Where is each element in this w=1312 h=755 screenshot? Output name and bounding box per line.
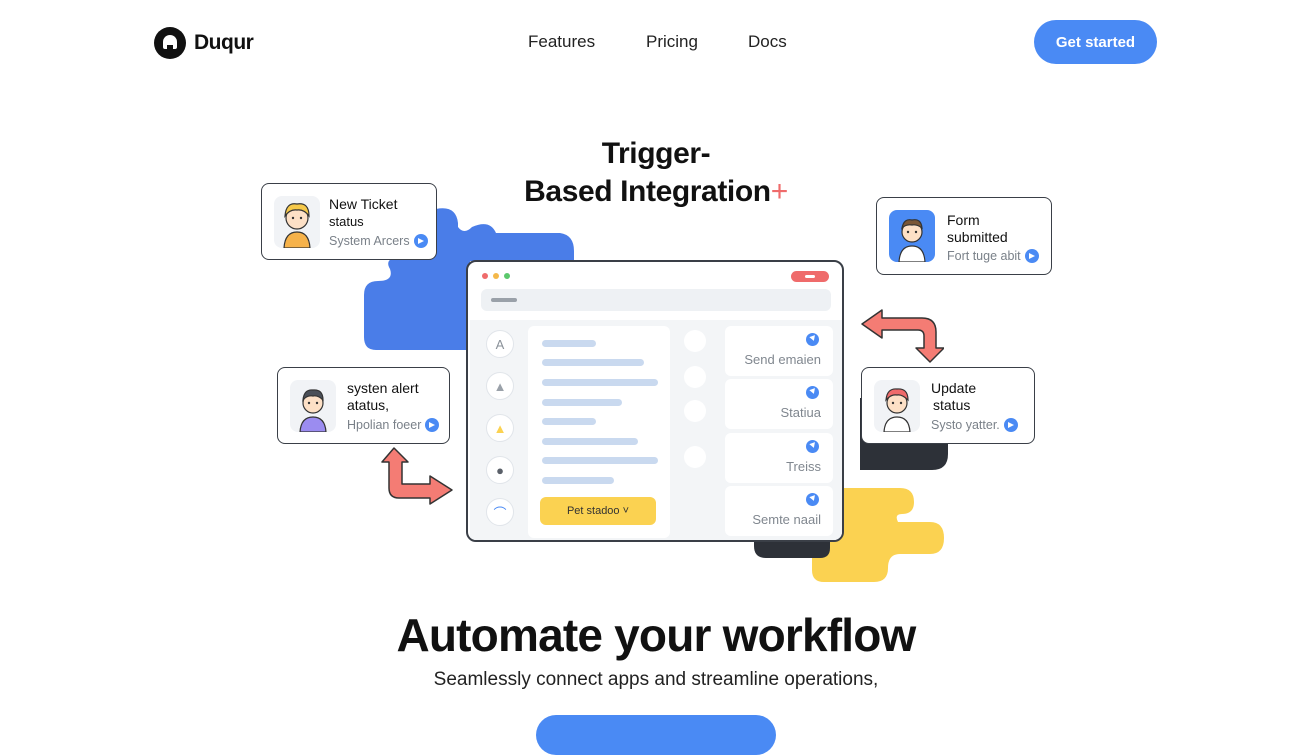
action-label: Semte naail (752, 512, 821, 527)
step-dot (684, 330, 706, 352)
window-maximize-icon (504, 273, 510, 279)
navigate-icon (806, 333, 819, 346)
event-title-line1: New Ticket (329, 196, 398, 212)
app-window-mockup: A ▲ ▲ ● ⌒ Pet stadoo ˅ Send emaien Stati… (466, 260, 844, 542)
placeholder-line (542, 340, 596, 347)
hero-label: Trigger- Based Integration+ (500, 135, 812, 211)
event-subtitle: Hpolian foeer (347, 418, 440, 432)
action-send-mail[interactable]: Semte naail (725, 486, 833, 536)
window-minimize-icon (493, 273, 499, 279)
placeholder-line (542, 438, 638, 445)
navigate-icon (806, 440, 819, 453)
step-dot (684, 400, 706, 422)
nav-features[interactable]: Features (528, 32, 596, 51)
placeholder-line (542, 457, 658, 464)
event-title-line2: status (933, 397, 971, 413)
main-headline: Automate your workflow (396, 609, 916, 661)
event-subtitle-text: Systo yatter. (931, 418, 1000, 432)
brand-logo[interactable]: Duqur (154, 27, 254, 59)
action-status[interactable]: Statiua (725, 379, 833, 429)
event-card-system-alert[interactable]: systen alert atatus, Hpolian foeer (277, 367, 450, 444)
hero-label-line2: Based Integration (524, 175, 771, 208)
event-subtitle-text: Hpolian foeer (347, 418, 422, 432)
event-title: Update status (931, 380, 976, 414)
event-title: New Ticket status (329, 196, 397, 230)
action-label: Statiua (780, 405, 821, 420)
event-title-line2: submitted (947, 229, 1008, 245)
step-dot (684, 446, 706, 468)
nav-docs[interactable]: Docs (748, 32, 787, 51)
curved-arrow-left-icon (381, 447, 453, 505)
avatar (889, 210, 935, 262)
event-title: Form submitted (947, 212, 1008, 246)
event-title-line2: status (329, 214, 364, 229)
placeholder-line (542, 477, 614, 484)
navigate-icon (806, 386, 819, 399)
placeholder-line (542, 379, 658, 386)
curved-arrow-right-icon (861, 309, 944, 363)
arrow-right-icon[interactable] (413, 234, 428, 248)
plus-icon: + (770, 175, 789, 208)
window-body: A ▲ ▲ ● ⌒ Pet stadoo ˅ Send emaien Stati… (470, 320, 842, 540)
event-subtitle-text: Fort tuge abit (947, 249, 1021, 263)
action-tress[interactable]: Treiss (725, 433, 833, 483)
brand-name: Duqur (194, 31, 254, 54)
nav-pricing[interactable]: Pricing (646, 32, 698, 51)
arrow-right-icon[interactable] (1003, 418, 1018, 432)
event-subtitle: Systo yatter. (931, 418, 1018, 432)
sidebar-icon-triangle[interactable]: ▲ (486, 372, 514, 400)
main-subheadline: Seamlessly connect apps and streamline o… (433, 669, 879, 690)
placeholder-line (542, 399, 622, 406)
logo-mark-icon (154, 27, 186, 59)
event-title-line1: systen alert (347, 380, 419, 396)
avatar (290, 380, 336, 432)
event-subtitle: Fort tuge abit (947, 249, 1039, 263)
event-title-line2: atatus, (347, 397, 390, 413)
event-card-new-ticket[interactable]: New Ticket status System Arcers (261, 183, 437, 260)
get-started-button[interactable]: Get started (1034, 20, 1157, 64)
placeholder-line (542, 359, 644, 366)
primary-cta-button[interactable] (536, 715, 776, 755)
hero-label-line1: Trigger- (601, 137, 711, 170)
primary-dropdown-button[interactable]: Pet stadoo ˅ (540, 497, 656, 525)
sidebar-icon-shape[interactable]: ● (486, 456, 514, 484)
navigate-icon (806, 493, 819, 506)
sidebar-icon-warning[interactable]: ▲ (486, 414, 514, 442)
event-card-update-status[interactable]: Update status Systo yatter. (861, 367, 1035, 444)
sidebar-icon-loop[interactable]: ⌒ (486, 498, 514, 526)
avatar (274, 196, 320, 248)
action-send-email[interactable]: Send emaien (725, 326, 833, 376)
arrow-right-icon[interactable] (1024, 249, 1039, 263)
event-subtitle: System Arcers (329, 234, 428, 248)
event-title: systen alert atatus, (347, 380, 419, 414)
window-close-icon (482, 273, 488, 279)
arrow-right-icon[interactable] (425, 418, 440, 432)
action-label: Treiss (786, 459, 821, 474)
event-title-line1: Update (931, 380, 977, 396)
step-dot (684, 366, 706, 388)
placeholder-line (542, 418, 596, 425)
avatar (874, 380, 920, 432)
url-bar[interactable] (481, 289, 831, 311)
event-subtitle-text: System Arcers (329, 234, 410, 248)
action-label: Send emaien (744, 352, 821, 367)
link-badge-icon (791, 271, 829, 282)
event-card-form-submitted[interactable]: Form submitted Fort tuge abit (876, 197, 1052, 275)
content-card: Pet stadoo ˅ (528, 326, 670, 538)
event-title-line1: Form (947, 212, 980, 228)
sidebar-icon-a[interactable]: A (486, 330, 514, 358)
